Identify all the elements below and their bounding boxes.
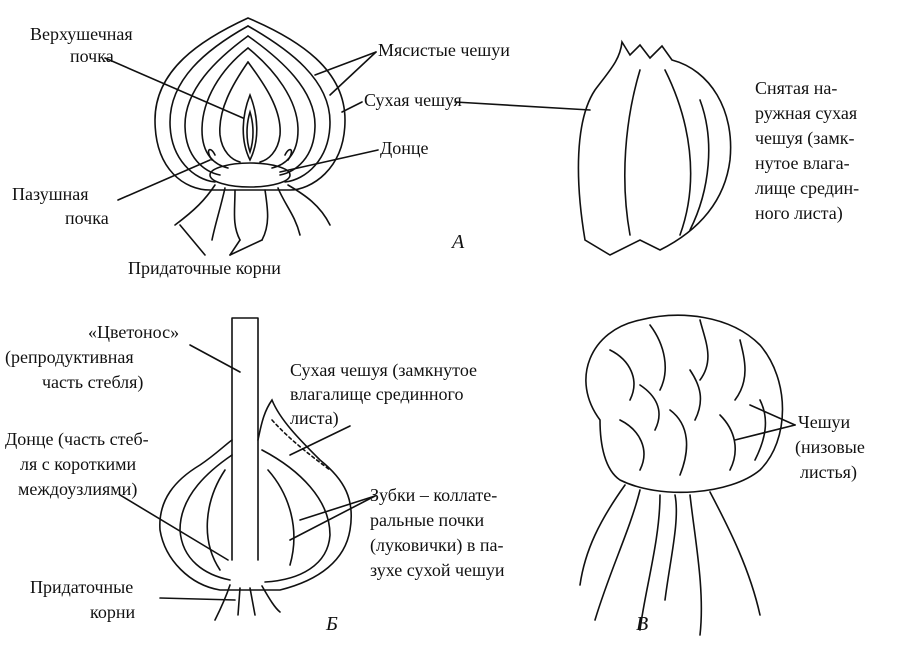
panel-a-label: А bbox=[452, 231, 465, 253]
roots-label-b: Придаточные корни bbox=[30, 575, 135, 625]
caption-line: влагалище срединного bbox=[290, 384, 464, 404]
fleshy-scales-label: Мясистые чешуи bbox=[378, 40, 510, 60]
caption-line: «Цветонос» bbox=[88, 322, 180, 342]
caption-line: ля с короткими bbox=[20, 454, 137, 474]
caption-line: ральные почки bbox=[370, 510, 485, 530]
basal-plate-label-b: Донце (часть стеб- ля с короткими междоу… bbox=[5, 427, 149, 502]
axillary-bud-label-1: Пазушная bbox=[12, 184, 89, 204]
panel-c-label: В bbox=[636, 613, 649, 635]
removed-scale-caption: Снятая на- ружная сухая чешуя (замк- нут… bbox=[755, 76, 859, 226]
apical-bud-label-1: Верхушечная bbox=[30, 24, 133, 44]
onion-section-drawing bbox=[154, 17, 346, 241]
caption-line: ружная сухая bbox=[755, 103, 858, 123]
removed-dry-scale-drawing bbox=[577, 39, 732, 256]
caption-line: (луковички) в па- bbox=[370, 535, 504, 555]
caption-line: (низовые bbox=[795, 437, 865, 457]
axillary-bud-label-2: почка bbox=[65, 208, 109, 228]
flower-stalk-label: «Цветонос» (репродуктивная часть стебля) bbox=[5, 320, 179, 395]
caption-line: нутое влага- bbox=[755, 153, 850, 173]
caption-line: чешуя (замк- bbox=[755, 128, 855, 148]
c-leader-lines bbox=[734, 404, 796, 441]
caption-line: зухе сухой чешуи bbox=[370, 560, 505, 580]
b-leader-lines bbox=[119, 344, 376, 601]
adventitious-roots-label-a: Придаточные корни bbox=[128, 258, 281, 278]
caption-line: междоузлиями) bbox=[18, 479, 138, 499]
caption-line: лище средин- bbox=[755, 178, 860, 198]
caption-line: листа) bbox=[290, 408, 339, 428]
caption-line: Сухая чешуя (замкнутое bbox=[290, 360, 478, 380]
basal-plate-label-a: Донце bbox=[380, 138, 429, 158]
dry-scale-label-b: Сухая чешуя (замкнутое влагалище срединн… bbox=[290, 358, 477, 430]
caption-line: ного листа) bbox=[755, 203, 843, 223]
caption-line: корни bbox=[90, 602, 136, 622]
apical-bud-label-2: почка bbox=[70, 46, 114, 66]
cloves-label: Зубки – коллате- ральные почки (луковичк… bbox=[370, 483, 505, 583]
a-leader-lines bbox=[104, 51, 591, 256]
panel-b-label: Б bbox=[326, 613, 338, 635]
caption-line: Придаточные bbox=[30, 577, 134, 597]
bulb-with-scales-drawing bbox=[579, 314, 784, 636]
caption-line: Донце (часть стеб- bbox=[5, 429, 149, 449]
caption-line: Снятая на- bbox=[755, 78, 838, 98]
caption-line: (репродуктивная bbox=[5, 347, 134, 367]
caption-line: листья) bbox=[800, 462, 857, 482]
caption-line: Чешуи bbox=[798, 412, 851, 432]
caption-line: часть стебля) bbox=[42, 372, 144, 392]
garlic-section-drawing bbox=[159, 317, 352, 621]
caption-line: Зубки – коллате- bbox=[370, 485, 498, 505]
scales-label-c: Чешуи (низовые листья) bbox=[795, 410, 865, 485]
dry-scale-label-a: Сухая чешуя bbox=[364, 90, 462, 110]
